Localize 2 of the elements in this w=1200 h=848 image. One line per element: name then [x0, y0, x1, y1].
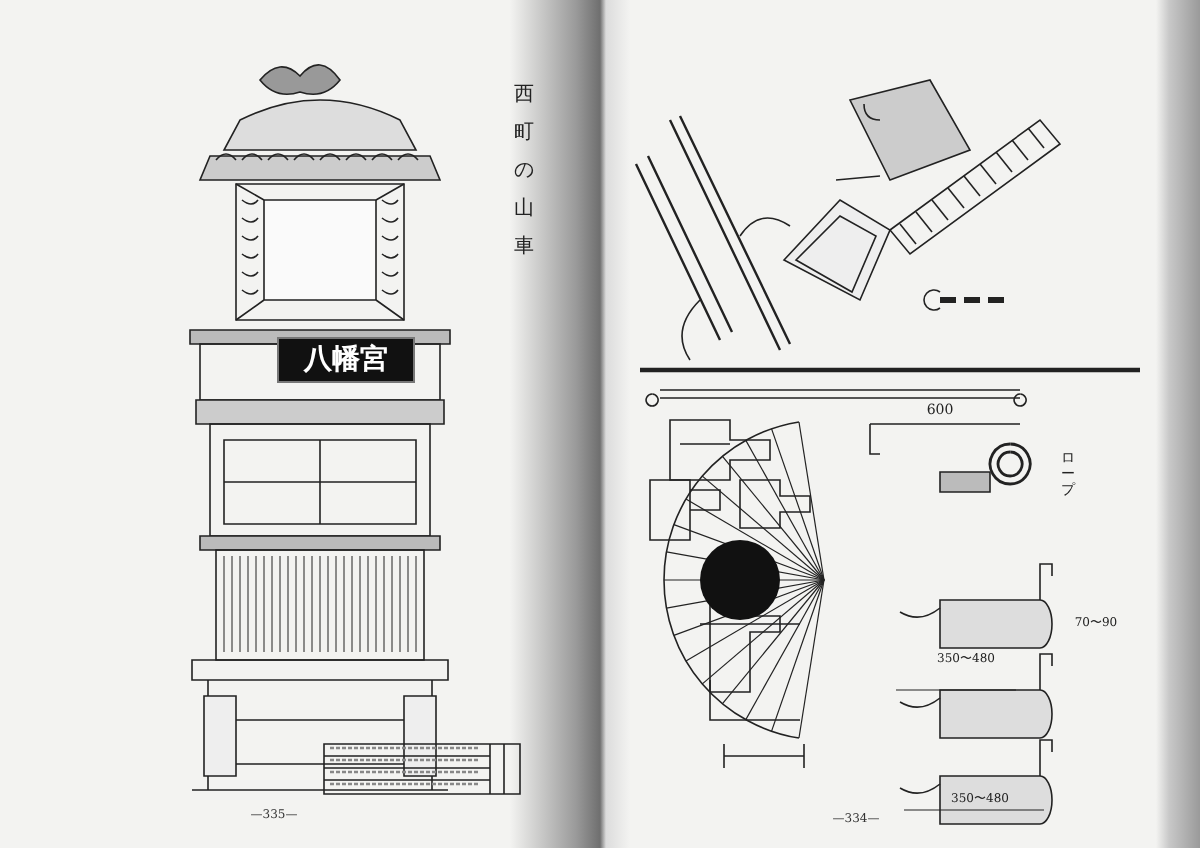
plaque-text: 八幡宮 [304, 346, 388, 374]
vertical-title: 西町の山車 [514, 82, 534, 262]
